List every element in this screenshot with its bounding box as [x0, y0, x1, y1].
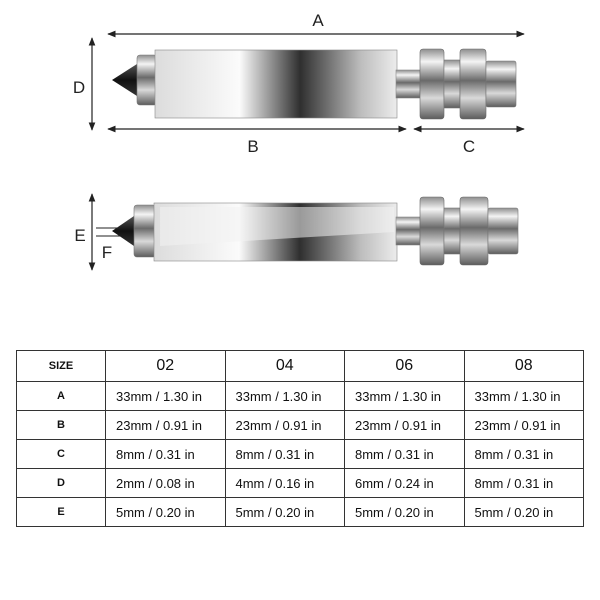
dimension-e-label: E: [74, 226, 85, 245]
size-spec-table: SIZE 02 04 06 08 A 33mm / 1.30 in 33mm /…: [16, 350, 584, 527]
column-header: 02: [105, 350, 226, 382]
table-cell: 5mm / 0.20 in: [105, 497, 226, 527]
table-row: B 23mm / 0.91 in 23mm / 0.91 in 23mm / 0…: [16, 410, 584, 440]
dimension-f-label: F: [102, 243, 112, 262]
tool-bottom-end: [487, 207, 519, 255]
table-cell: 4mm / 0.16 in: [224, 468, 345, 498]
tool-bottom: [112, 196, 519, 266]
tool-bottom-ring-1: [419, 196, 445, 266]
row-key: B: [16, 410, 106, 440]
dimension-b-label: B: [247, 137, 258, 156]
table-row: D 2mm / 0.08 in 4mm / 0.16 in 6mm / 0.24…: [16, 468, 584, 498]
table-cell: 8mm / 0.31 in: [463, 468, 584, 498]
table-cell: 23mm / 0.91 in: [344, 410, 465, 440]
table-row: C 8mm / 0.31 in 8mm / 0.31 in 8mm / 0.31…: [16, 439, 584, 469]
tool-top-end: [485, 60, 517, 108]
tool-bottom-flat: [160, 207, 394, 246]
table-cell: 33mm / 1.30 in: [344, 381, 465, 411]
table-cell: 8mm / 0.31 in: [463, 439, 584, 469]
table-cell: 6mm / 0.24 in: [344, 468, 465, 498]
tool-top-ring-1: [419, 48, 445, 120]
tool-top: [112, 48, 517, 120]
dimension-a-label: A: [312, 11, 324, 30]
table-cell: 8mm / 0.31 in: [224, 439, 345, 469]
tool-bottom-neck: [395, 216, 421, 246]
tool-top-ring-2: [459, 48, 487, 120]
table-row: E 5mm / 0.20 in 5mm / 0.20 in 5mm / 0.20…: [16, 497, 584, 527]
tool-diagram: A B C D E F: [73, 11, 525, 271]
table-cell: 23mm / 0.91 in: [224, 410, 345, 440]
table-cell: 33mm / 1.30 in: [463, 381, 584, 411]
table-cell: 33mm / 1.30 in: [105, 381, 226, 411]
table-cell: 5mm / 0.20 in: [344, 497, 465, 527]
row-key: D: [16, 468, 106, 498]
size-header: SIZE: [16, 350, 106, 382]
tool-top-ring-gap: [443, 59, 461, 109]
table-cell: 8mm / 0.31 in: [105, 439, 226, 469]
column-header: 04: [224, 350, 345, 382]
table-cell: 5mm / 0.20 in: [224, 497, 345, 527]
table-cell: 23mm / 0.91 in: [105, 410, 226, 440]
dimension-d-label: D: [73, 78, 85, 97]
tool-bottom-tip: [112, 216, 134, 246]
tool-top-neck: [395, 69, 421, 99]
row-key: E: [16, 497, 106, 527]
table-cell: 8mm / 0.31 in: [344, 439, 465, 469]
table-cell: 23mm / 0.91 in: [463, 410, 584, 440]
table-cell: 33mm / 1.30 in: [224, 381, 345, 411]
table-header-row: SIZE 02 04 06 08: [16, 350, 584, 382]
row-key: A: [16, 381, 106, 411]
row-key: C: [16, 439, 106, 469]
table-row: A 33mm / 1.30 in 33mm / 1.30 in 33mm / 1…: [16, 381, 584, 411]
tool-bottom-collar: [133, 204, 157, 258]
table-cell: 5mm / 0.20 in: [463, 497, 584, 527]
tool-top-tip: [112, 64, 137, 96]
column-header: 06: [344, 350, 465, 382]
column-header: 08: [463, 350, 584, 382]
tool-bottom-ring-2: [459, 196, 489, 266]
tool-bottom-ring-gap: [443, 207, 461, 255]
tool-top-body: [154, 49, 398, 119]
tool-top-collar: [136, 54, 158, 106]
table-cell: 2mm / 0.08 in: [105, 468, 226, 498]
dimension-c-label: C: [463, 137, 475, 156]
